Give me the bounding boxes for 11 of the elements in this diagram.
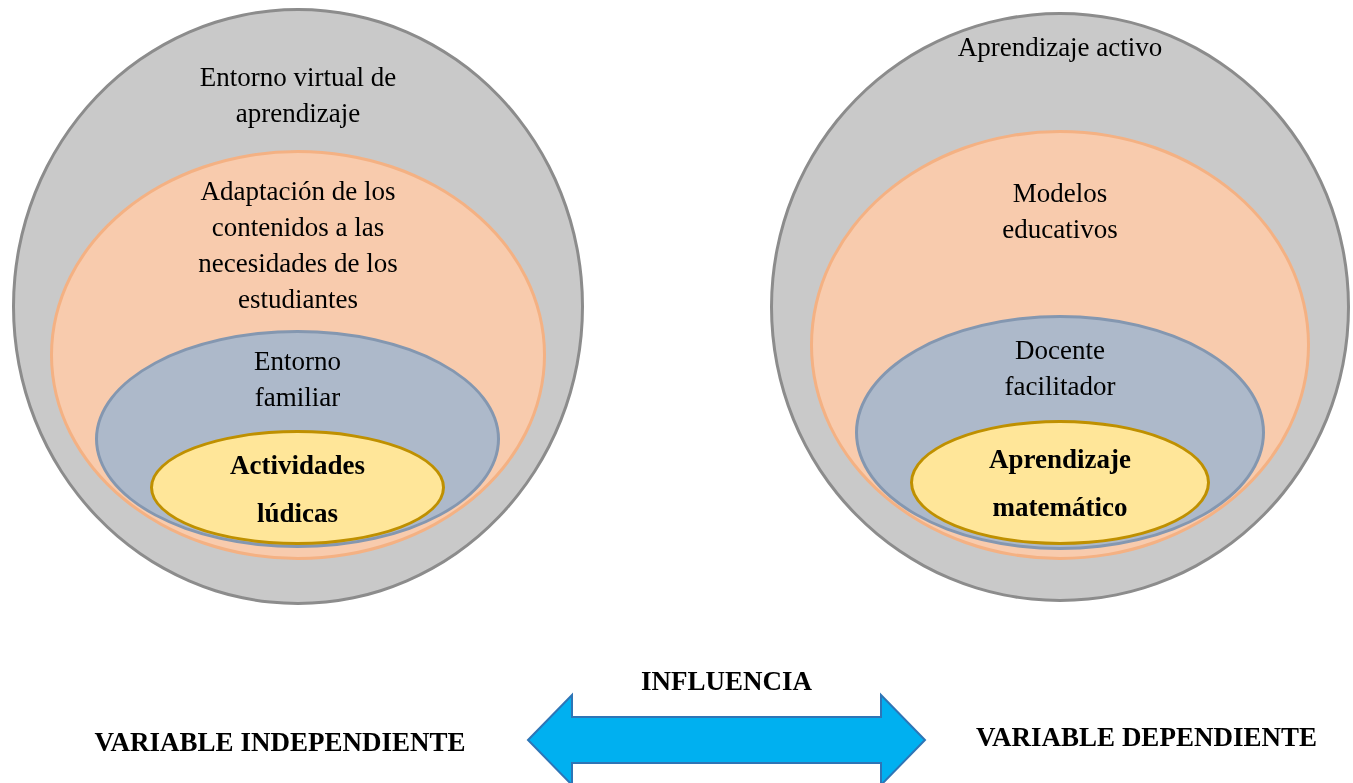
variable-label: VARIABLE DEPENDIENTE bbox=[976, 722, 1317, 752]
ellipse-label: Actividades lúdicas bbox=[230, 450, 365, 528]
double-arrow bbox=[526, 692, 927, 783]
ellipse-label: Aprendizaje matemático bbox=[989, 444, 1131, 522]
ellipse-label: Docente facilitador bbox=[1004, 335, 1116, 401]
ellipse-label: Adaptación de los contenidos a las necesidades de los estudiantes bbox=[198, 176, 398, 314]
ellipse-label: Modelos educativos bbox=[1002, 178, 1118, 244]
ellipse-label: Entorno virtual de aprendizaje bbox=[199, 62, 397, 128]
ellipse-label: Aprendizaje activo bbox=[957, 32, 1163, 62]
ellipse-label: Entorno familiar bbox=[254, 346, 341, 412]
variable-label: VARIABLE INDEPENDIENTE bbox=[94, 727, 466, 757]
